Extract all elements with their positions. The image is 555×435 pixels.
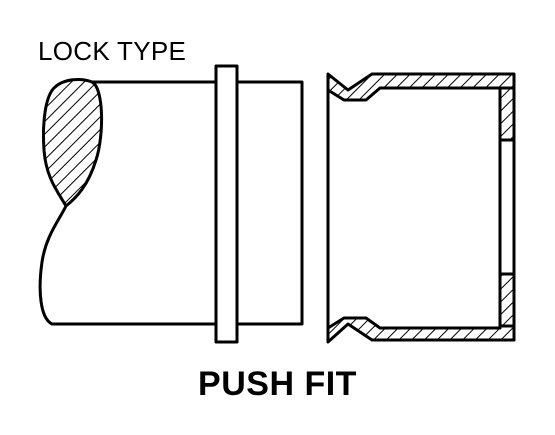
socket-lower-wall — [326, 316, 516, 344]
diagram-caption: PUSH FIT — [198, 365, 357, 403]
flange-plate — [214, 64, 239, 344]
socket-upper-wall — [326, 72, 516, 102]
plug-body-outline — [38, 80, 304, 326]
socket-end-wall-center — [498, 138, 516, 276]
socket-section — [326, 72, 516, 344]
broken-section-hatch — [42, 78, 104, 208]
plug-body — [38, 78, 304, 326]
lock-type-label: LOCK TYPE — [38, 36, 187, 66]
socket-end-wall-upper — [498, 86, 516, 142]
